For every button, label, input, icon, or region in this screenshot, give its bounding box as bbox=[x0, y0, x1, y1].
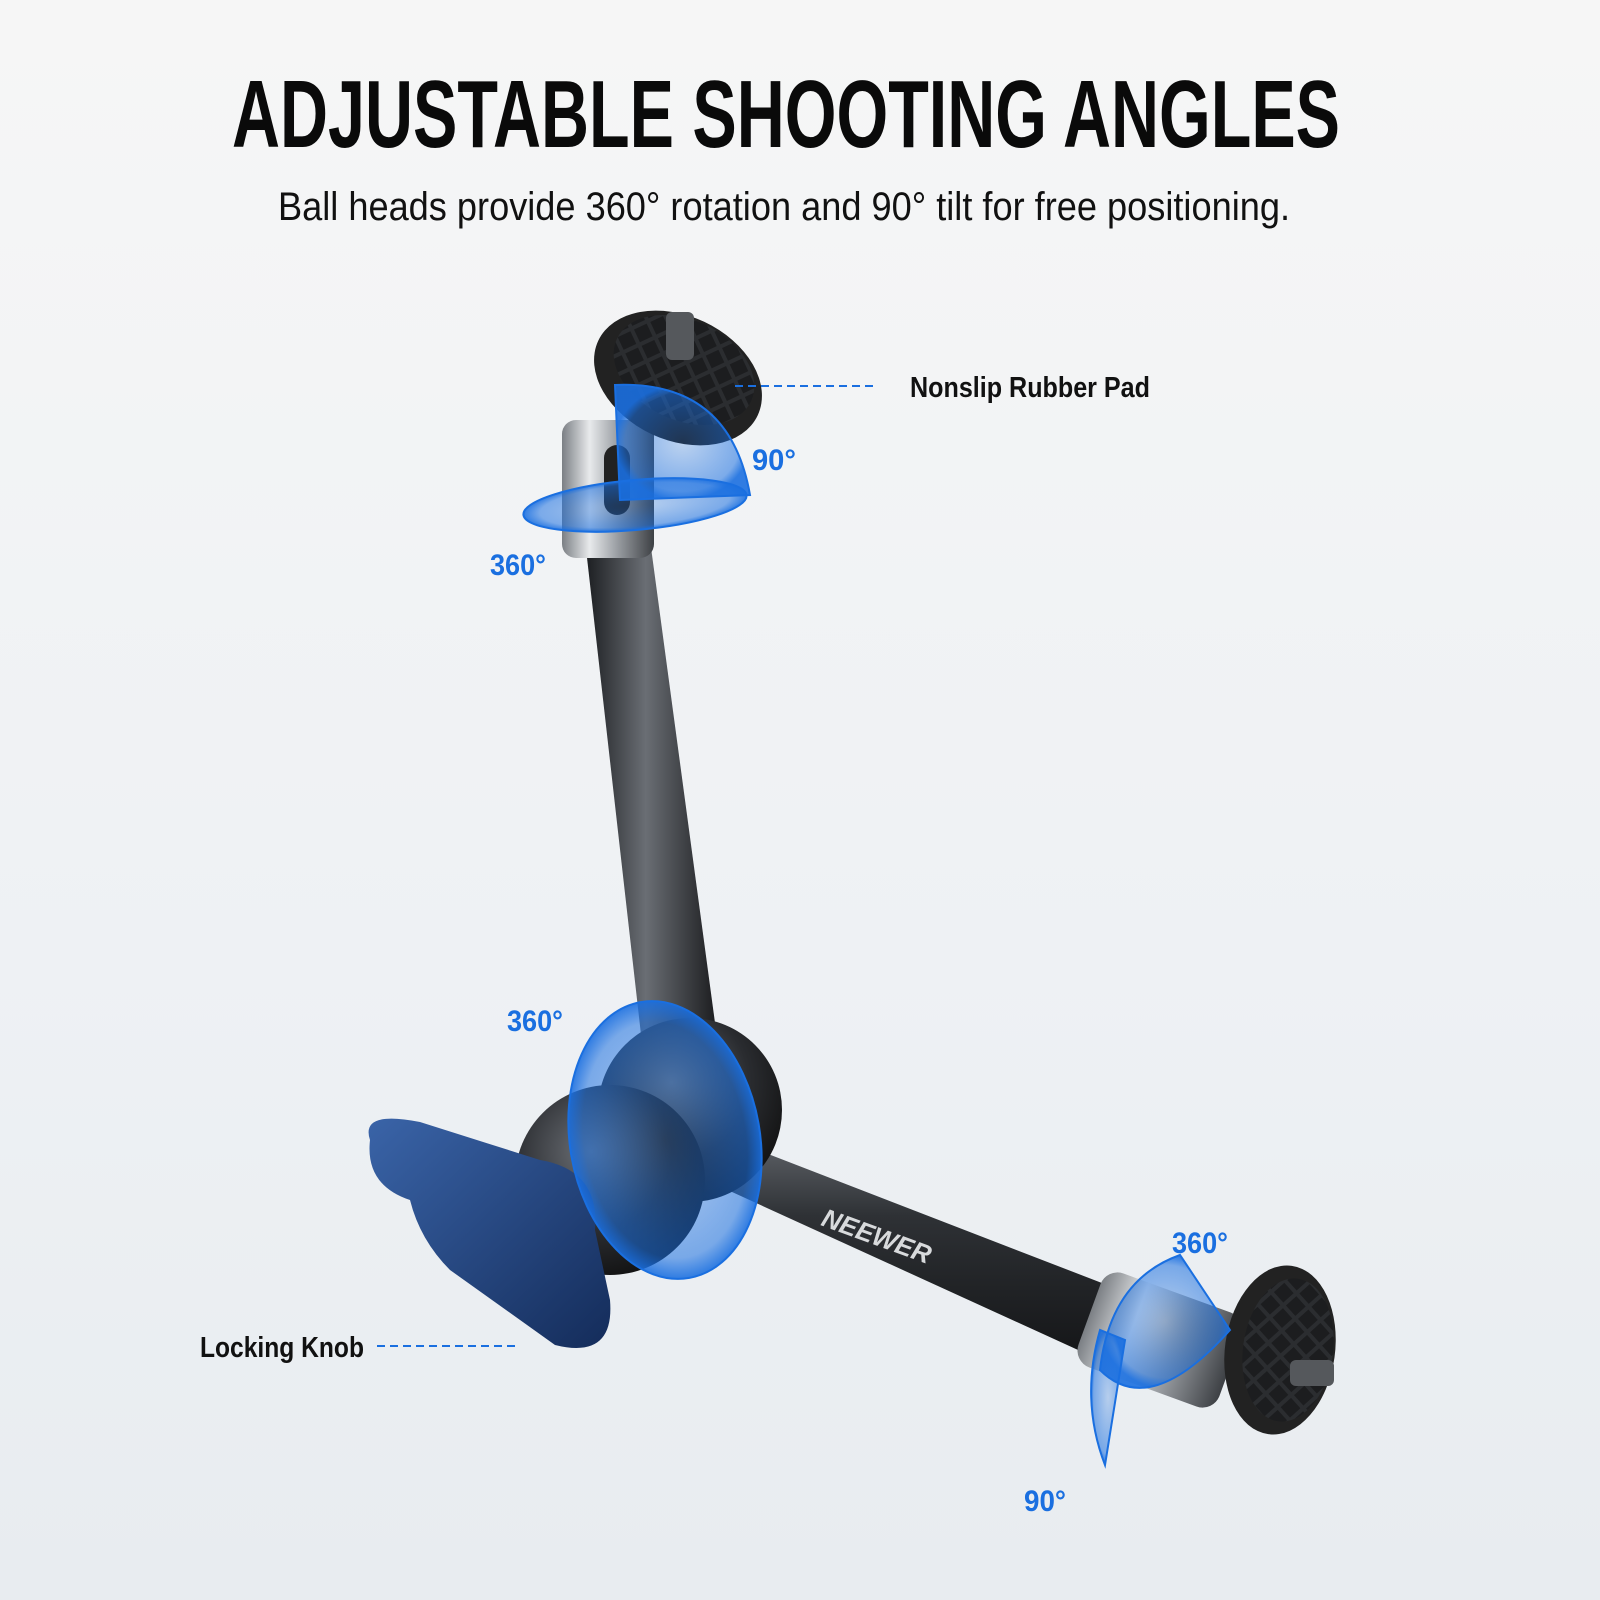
top-tilt-label: 90° bbox=[752, 444, 796, 477]
middle-rotation-ring bbox=[567, 1000, 763, 1280]
bottom-rotation-label: 360° bbox=[1172, 1227, 1228, 1260]
top-rotation-label: 360° bbox=[490, 549, 546, 582]
rotation-indicators bbox=[522, 383, 1232, 1469]
bottom-tilt-label: 90° bbox=[1024, 1485, 1066, 1518]
middle-rotation-label: 360° bbox=[507, 1005, 563, 1038]
top-tilt-arc bbox=[613, 383, 752, 502]
nonslip-rubber-pad-label: Nonslip Rubber Pad bbox=[910, 372, 1150, 404]
page-title: ADJUSTABLE SHOOTING ANGLES bbox=[232, 61, 1340, 168]
magic-arm-illustration: NEEWER bbox=[368, 310, 1336, 1435]
bottom-tilt-arc bbox=[1090, 1328, 1127, 1469]
locking-knob-label: Locking Knob bbox=[200, 1332, 364, 1364]
page-subtitle: Ball heads provide 360° rotation and 90°… bbox=[278, 185, 1290, 229]
